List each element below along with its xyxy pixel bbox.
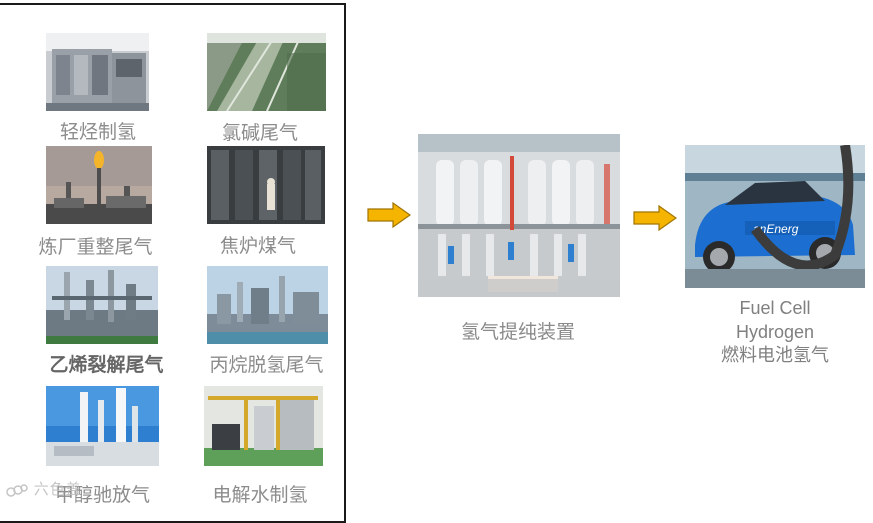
arrow-right-icon [633,205,677,231]
watermark-text: 六色盖 [34,480,82,498]
product-line-2: Hydrogen [700,320,850,344]
watermark-logo-icon [6,483,28,497]
label-refinery: 炼厂重整尾气 [33,232,158,259]
label-propane: 丙烷脱氢尾气 [204,350,329,377]
photo-coke-oven [207,146,325,224]
photo-refinery [46,146,152,224]
photo-electrolysis [204,386,323,466]
photo-methanol [46,386,159,466]
photo-purifier [418,134,620,297]
photo-propane [207,266,328,344]
photo-ethylene [46,266,158,344]
photo-chlor-alkali [207,33,326,111]
label-coke-oven: 焦炉煤气 [198,231,318,258]
label-electrolysis: 电解水制氢 [200,480,320,507]
product-label: Fuel Cell Hydrogen 燃料电池氢气 [700,296,850,368]
product-line-1: Fuel Cell [700,296,850,320]
photo-fuel-cell-car: anEnerg [685,145,865,288]
photo-light-hydrocarbon [46,33,149,111]
watermark: 六色盖 [6,478,82,499]
arrow-right-icon [367,202,411,228]
label-ethylene: 乙烯裂解尾气 [44,350,169,377]
label-light-hydrocarbon: 轻烃制氢 [38,117,158,144]
label-chlor-alkali: 氯碱尾气 [200,118,320,145]
product-line-3: 燃料电池氢气 [700,344,850,368]
label-purifier: 氢气提纯装置 [448,317,588,344]
